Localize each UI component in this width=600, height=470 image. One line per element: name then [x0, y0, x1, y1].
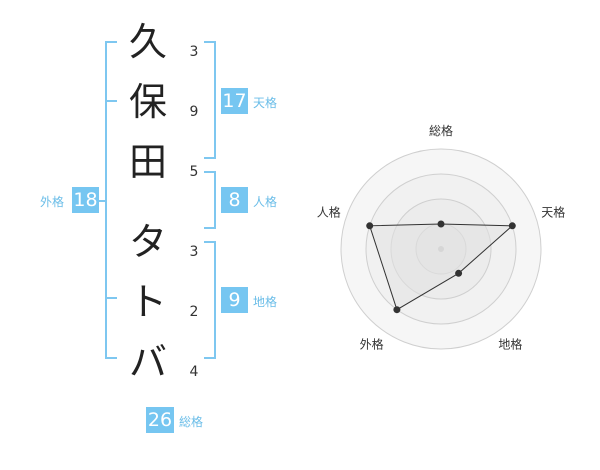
radar-point-4 — [366, 222, 374, 230]
tenkaku-value: 17 — [221, 88, 248, 114]
radar-axis-label-4: 人格 — [317, 205, 341, 220]
radar-point-0 — [437, 220, 445, 228]
radar-point-1 — [508, 222, 516, 230]
radar-data-polygon — [369, 223, 514, 311]
soukaku-label: 総格 — [179, 415, 204, 429]
radar-axis-label-3: 外格 — [360, 337, 384, 352]
name-char-1: 久 — [128, 20, 167, 64]
tenkaku-label: 天格 — [253, 96, 278, 110]
soukaku-value: 26 — [146, 407, 174, 433]
stroke-count-5: 2 — [189, 304, 199, 320]
name-char-6: バ — [128, 340, 167, 384]
name-char-3: 田 — [128, 140, 167, 184]
chikaku-label: 地格 — [253, 295, 278, 309]
name-char-5: ト — [128, 280, 167, 324]
stroke-count-6: 4 — [189, 364, 199, 380]
radar-point-3 — [393, 306, 401, 314]
gaikaku-value: 18 — [72, 187, 99, 213]
radar-point-2 — [455, 269, 463, 277]
stroke-count-4: 3 — [189, 244, 199, 260]
stroke-count-2: 9 — [189, 104, 199, 120]
name-char-2: 保 — [128, 80, 167, 124]
chikaku-value: 9 — [221, 287, 248, 313]
stroke-count-1: 3 — [189, 44, 199, 60]
radar-axis-label-2: 地格 — [498, 337, 522, 352]
name-char-4: タ — [128, 220, 167, 264]
radar-axis-label-1: 天格 — [541, 205, 565, 220]
gaikaku-label: 外格 — [40, 195, 65, 209]
radar-axis-label-0: 総格 — [429, 123, 453, 138]
jinkaku-value: 8 — [221, 187, 248, 213]
jinkaku-label: 人格 — [253, 195, 278, 209]
stroke-count-3: 5 — [189, 164, 199, 180]
